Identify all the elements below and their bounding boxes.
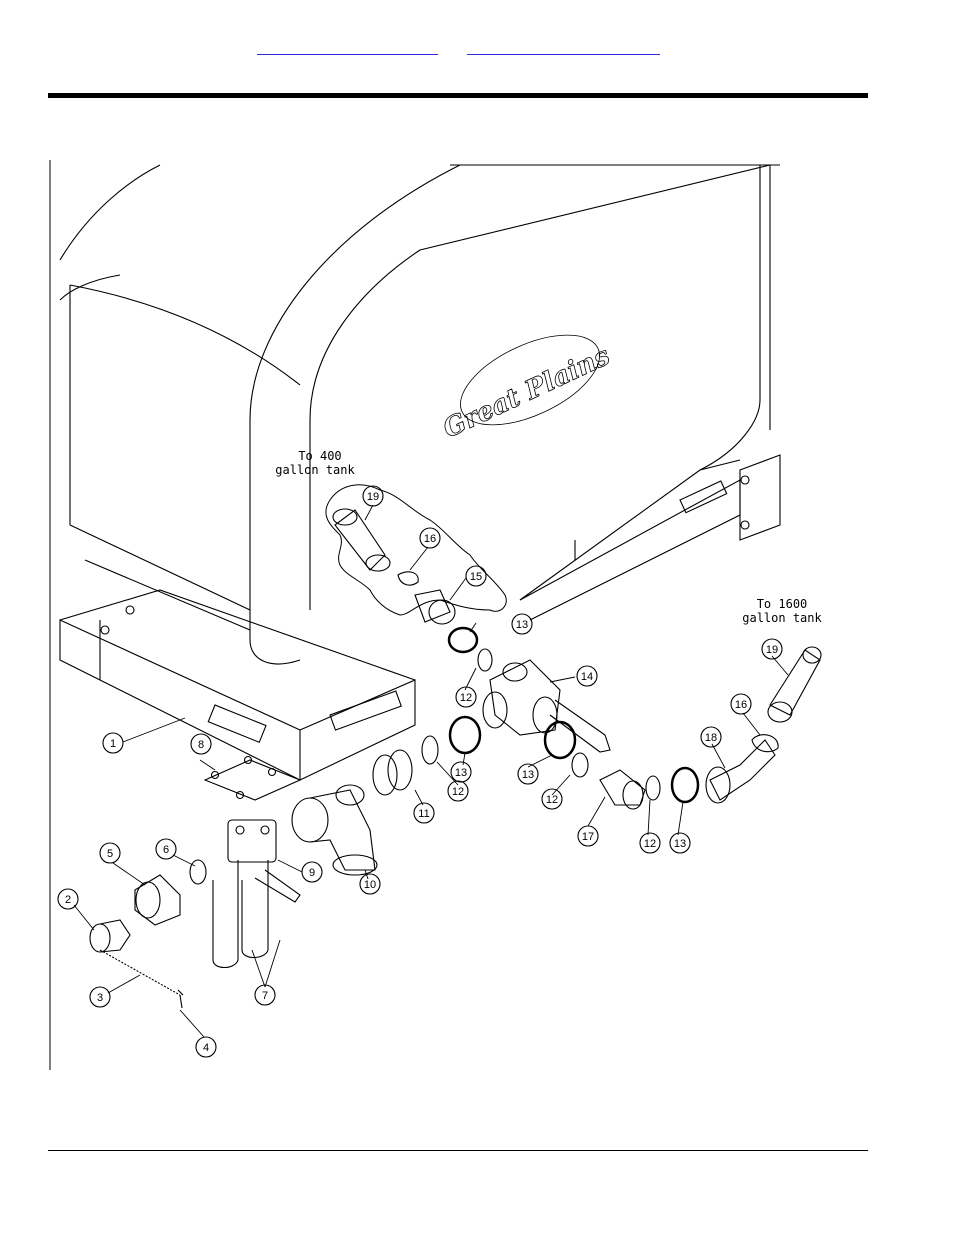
logo-text: Great Plains [439,341,615,444]
dust-cap [89,919,131,953]
svg-text:12: 12 [460,692,472,704]
svg-text:16: 16 [735,699,747,711]
note-400-line1: To 400 [298,449,341,463]
clamp [447,626,479,654]
torn-break-outline [325,484,507,616]
svg-text:13: 13 [516,619,528,631]
svg-text:2: 2 [65,894,71,906]
adapter-fitting [372,749,413,796]
elbow-17 [599,769,646,810]
hose-clamp [397,571,419,586]
note-400-line2: gallon tank [275,463,355,477]
svg-text:12: 12 [546,794,558,806]
u-bolt [212,860,239,969]
mount-plate [203,759,302,801]
svg-text:13: 13 [455,767,467,779]
svg-text:13: 13 [674,838,686,850]
frame-beam-right [519,454,781,621]
chain [99,949,181,996]
hose [767,646,822,723]
svg-text:19: 19 [367,491,379,503]
footer-rule [48,1150,868,1151]
svg-text:17: 17 [582,831,594,843]
svg-text:12: 12 [644,838,656,850]
svg-text:11: 11 [418,808,429,820]
gasket [645,775,661,801]
svg-text:5: 5 [107,848,113,860]
frame-beam [59,589,416,781]
elbow-fitting [291,784,378,876]
clamp [448,715,482,755]
svg-text:10: 10 [364,879,376,891]
tee-valve [482,659,611,753]
svg-text:4: 4 [203,1042,209,1054]
svg-text:19: 19 [766,644,778,656]
svg-text:14: 14 [581,671,593,683]
callout-numbers: 1 2 3 4 5 6 7 8 9 10 11 12 12 12 12 13 1… [65,491,778,1054]
svg-text:13: 13 [522,769,534,781]
leader-lines [73,504,789,1038]
header-link-left[interactable] [257,40,438,55]
gasket [571,752,589,778]
valve [227,819,301,903]
callouts [57,485,783,1058]
u-bolt [241,860,269,959]
svg-text:18: 18 [705,732,717,744]
svg-text:15: 15 [470,571,482,583]
header-rule [48,93,868,98]
svg-text:12: 12 [452,786,464,798]
hose-barb-adapter [414,589,456,625]
note-1600-line1: To 1600 [757,597,808,611]
elbow-18 [705,739,776,804]
svg-text:7: 7 [262,990,268,1002]
svg-text:3: 3 [97,992,103,1004]
note-1600-line2: gallon tank [742,611,822,625]
svg-text:16: 16 [424,533,436,545]
clamp [670,766,700,804]
svg-text:8: 8 [198,739,204,751]
svg-text:6: 6 [163,844,169,856]
s-hook [177,989,184,1009]
clamp [543,720,577,760]
coupler [134,874,181,926]
svg-text:9: 9 [309,867,315,879]
hose [332,508,391,572]
svg-text:1: 1 [110,738,116,750]
gasket-6 [189,859,207,885]
great-plains-logo: Great Plains [438,334,615,445]
gasket [421,735,439,765]
header-link-right[interactable] [467,40,660,55]
tank-400 [59,164,780,665]
gasket [477,648,493,672]
